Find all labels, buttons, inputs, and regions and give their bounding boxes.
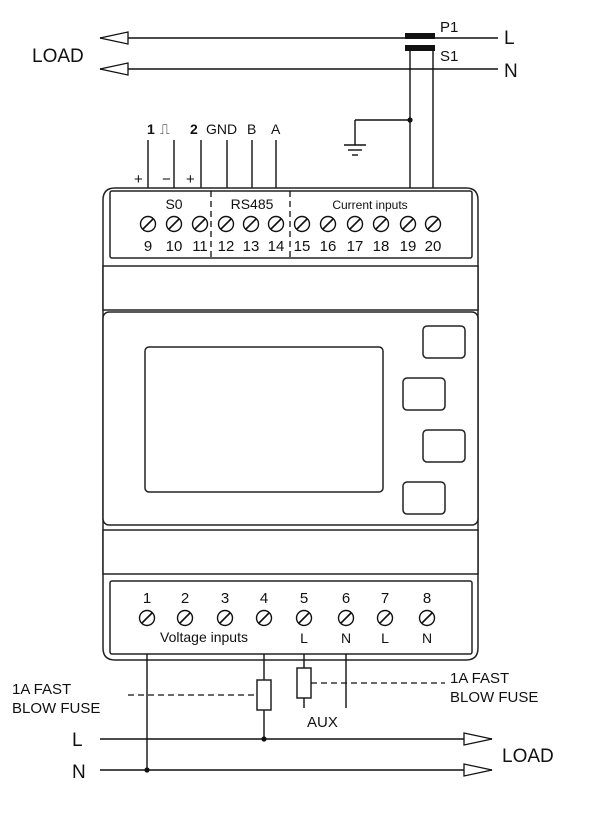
- terminal-number: 18: [373, 238, 390, 255]
- bottom-load-label: LOAD: [502, 746, 554, 767]
- bottom-line-n-label: N: [72, 762, 86, 783]
- comm-wiring: 1 ⎍ 2 GND B A + − +: [134, 121, 281, 188]
- top-terminal-numbers: 9 10 11 12 13 14 15 16 17 18 19 20: [144, 238, 442, 255]
- terminal-sub-label: N: [341, 630, 351, 646]
- fuse-left: [256, 679, 272, 711]
- bottom-line-l-label: L: [72, 730, 83, 751]
- screw-terminal-icon: [399, 215, 417, 233]
- screw-terminal-icon: [191, 215, 209, 233]
- terminal-number: 16: [320, 238, 337, 255]
- upper-body-band: [102, 265, 479, 311]
- screw-terminal-icon: [424, 215, 442, 233]
- fuse-right: [296, 667, 312, 699]
- s0-pin-2-label: 2: [190, 121, 198, 137]
- terminal-sub-label: N: [422, 630, 432, 646]
- bottom-screw-row: [138, 609, 436, 627]
- bottom-terminal-block: [109, 580, 473, 655]
- terminal-number: 10: [166, 238, 183, 255]
- current-transformer-bar: [405, 33, 435, 39]
- terminal-number: 6: [342, 590, 350, 607]
- screw-terminal-icon: [319, 215, 337, 233]
- voltage-inputs-label: Voltage inputs: [160, 629, 248, 645]
- meter-button-3[interactable]: [422, 429, 466, 463]
- terminal-number: 2: [181, 590, 189, 607]
- terminal-number: 20: [425, 238, 442, 255]
- terminal-number: 5: [300, 590, 308, 607]
- terminal-number: 11: [192, 238, 208, 255]
- s0-minus-label: −: [162, 171, 171, 188]
- screw-terminal-icon: [217, 215, 235, 233]
- fuse-left-label-line2: BLOW FUSE: [12, 700, 100, 717]
- meter-button-2[interactable]: [402, 377, 446, 411]
- current-inputs-label: Current inputs: [332, 198, 407, 212]
- top-line-l-label: L: [504, 28, 515, 49]
- terminal-number: 15: [294, 238, 311, 255]
- terminal-sub-label: L: [381, 630, 389, 646]
- screw-terminal-icon: [337, 609, 355, 627]
- arrow-right-icon: [463, 732, 493, 746]
- screw-terminal-icon: [372, 215, 390, 233]
- terminal-number: 3: [221, 590, 229, 607]
- top-wiring: LOAD L N P1 S1: [32, 19, 518, 188]
- screw-terminal-icon: [346, 215, 364, 233]
- top-terminal-block: [109, 190, 473, 259]
- screw-terminal-icon: [138, 609, 156, 627]
- ground-icon: [344, 144, 366, 156]
- screw-terminal-icon: [216, 609, 234, 627]
- ct-s1-label: S1: [440, 48, 458, 65]
- terminal-number: 17: [347, 238, 364, 255]
- terminal-number: 19: [400, 238, 417, 255]
- rs485-section-label: RS485: [231, 196, 274, 212]
- s0-plus-label: +: [134, 171, 143, 188]
- screw-terminal-icon: [165, 215, 183, 233]
- terminal-number: 4: [260, 590, 268, 607]
- bottom-wiring: 1A FAST BLOW FUSE 1A FAST BLOW FUSE AUX …: [12, 654, 554, 783]
- screw-terminal-icon: [139, 215, 157, 233]
- lower-body-band: [102, 529, 479, 575]
- bottom-terminal-numbers: 1 2 3 4 5 6 7 8: [143, 590, 431, 607]
- terminal-sub-label: L: [300, 630, 308, 646]
- current-transformer-bar: [405, 45, 435, 51]
- terminal-number: 12: [218, 238, 235, 255]
- terminal-number: 8: [423, 590, 431, 607]
- s0-plus-label: +: [186, 171, 195, 188]
- rs485-b-label: B: [247, 121, 256, 137]
- screw-terminal-icon: [242, 215, 260, 233]
- terminal-number: 7: [381, 590, 389, 607]
- terminal-number: 13: [243, 238, 260, 255]
- s0-section-label: S0: [165, 196, 182, 212]
- top-load-label: LOAD: [32, 46, 84, 67]
- rs485-a-label: A: [271, 121, 281, 137]
- terminal-number: 14: [268, 238, 285, 255]
- screw-terminal-icon: [376, 609, 394, 627]
- fuse-right-label-line2: BLOW FUSE: [450, 689, 538, 706]
- lcd-display: [144, 346, 384, 493]
- fuse-left-label-line1: 1A FAST: [12, 681, 71, 698]
- gnd-label: GND: [206, 121, 237, 137]
- meter-button-4[interactable]: [402, 481, 446, 515]
- fuse-right-label-line1: 1A FAST: [450, 670, 509, 687]
- junction-dot: [407, 117, 413, 123]
- ct-p1-label: P1: [440, 19, 458, 36]
- pulse-icon: ⎍: [160, 121, 170, 137]
- screw-terminal-icon: [267, 215, 285, 233]
- top-line-n-label: N: [504, 61, 518, 82]
- screw-terminal-icon: [255, 609, 273, 627]
- screw-terminal-icon: [295, 609, 313, 627]
- s0-pin-1-label: 1: [147, 121, 155, 137]
- meter-button-1[interactable]: [422, 325, 466, 359]
- top-screw-row: [139, 215, 442, 233]
- terminal-number: 1: [143, 590, 151, 607]
- screw-terminal-icon: [176, 609, 194, 627]
- arrow-left-icon: [99, 31, 129, 45]
- terminal-number: 9: [144, 238, 152, 255]
- arrow-right-icon: [463, 763, 493, 777]
- screw-terminal-icon: [293, 215, 311, 233]
- aux-label: AUX: [307, 714, 338, 731]
- screw-terminal-icon: [418, 609, 436, 627]
- arrow-left-icon: [99, 62, 129, 76]
